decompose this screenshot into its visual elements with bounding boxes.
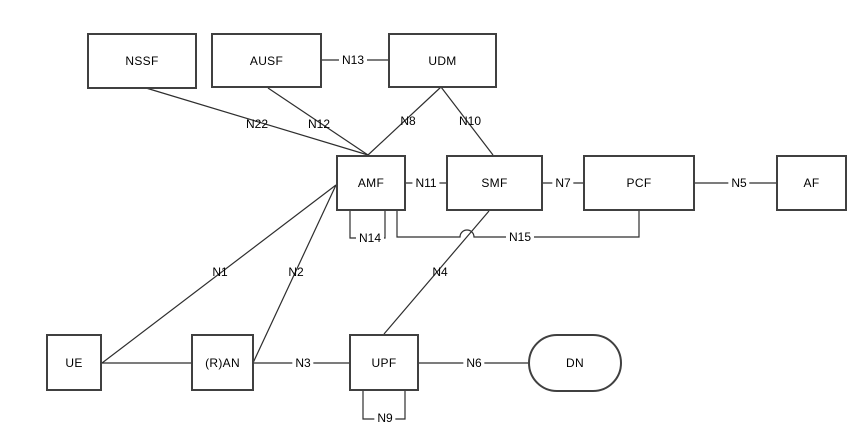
edge-label-n14: N14 [355, 232, 385, 244]
edge-n12 [267, 87, 369, 156]
edge-n22 [145, 87, 369, 156]
edge-n8 [367, 86, 442, 156]
node-nssf[interactable]: NSSF [87, 33, 197, 89]
node-ue[interactable]: UE [46, 334, 102, 391]
edge-label-n22: N22 [245, 117, 269, 131]
edge-label-n2: N2 [288, 265, 304, 279]
node-smf[interactable]: SMF [446, 155, 543, 211]
edge-label-n8: N8 [400, 114, 416, 128]
node-pcf[interactable]: PCF [583, 155, 695, 211]
node-upf[interactable]: UPF [349, 334, 419, 391]
edge-n2 [252, 184, 337, 364]
edge-label-n9: N9 [374, 412, 396, 424]
edge-label-n6: N6 [463, 357, 485, 369]
node-dn[interactable]: DN [528, 334, 622, 392]
edge-label-n12: N12 [307, 117, 331, 131]
edge-label-n11: N11 [412, 177, 440, 189]
node-amf[interactable]: AMF [336, 155, 406, 211]
edge-label-n1: N1 [212, 265, 228, 279]
edge-label-n4: N4 [432, 265, 448, 279]
edge-n15 [396, 211, 640, 238]
edge-label-n5: N5 [728, 177, 750, 189]
node-af[interactable]: AF [776, 155, 847, 211]
node-ran[interactable]: (R)AN [191, 334, 254, 391]
edge-label-n15: N15 [505, 231, 535, 243]
edge-label-n7: N7 [552, 177, 574, 189]
node-ausf[interactable]: AUSF [211, 33, 322, 88]
edge-n10 [440, 86, 494, 156]
node-udm[interactable]: UDM [388, 33, 497, 88]
edge-label-n3: N3 [292, 357, 314, 369]
edge-label-n10: N10 [458, 114, 482, 128]
edge-n1 [101, 184, 337, 364]
edge-label-n13: N13 [338, 54, 368, 66]
